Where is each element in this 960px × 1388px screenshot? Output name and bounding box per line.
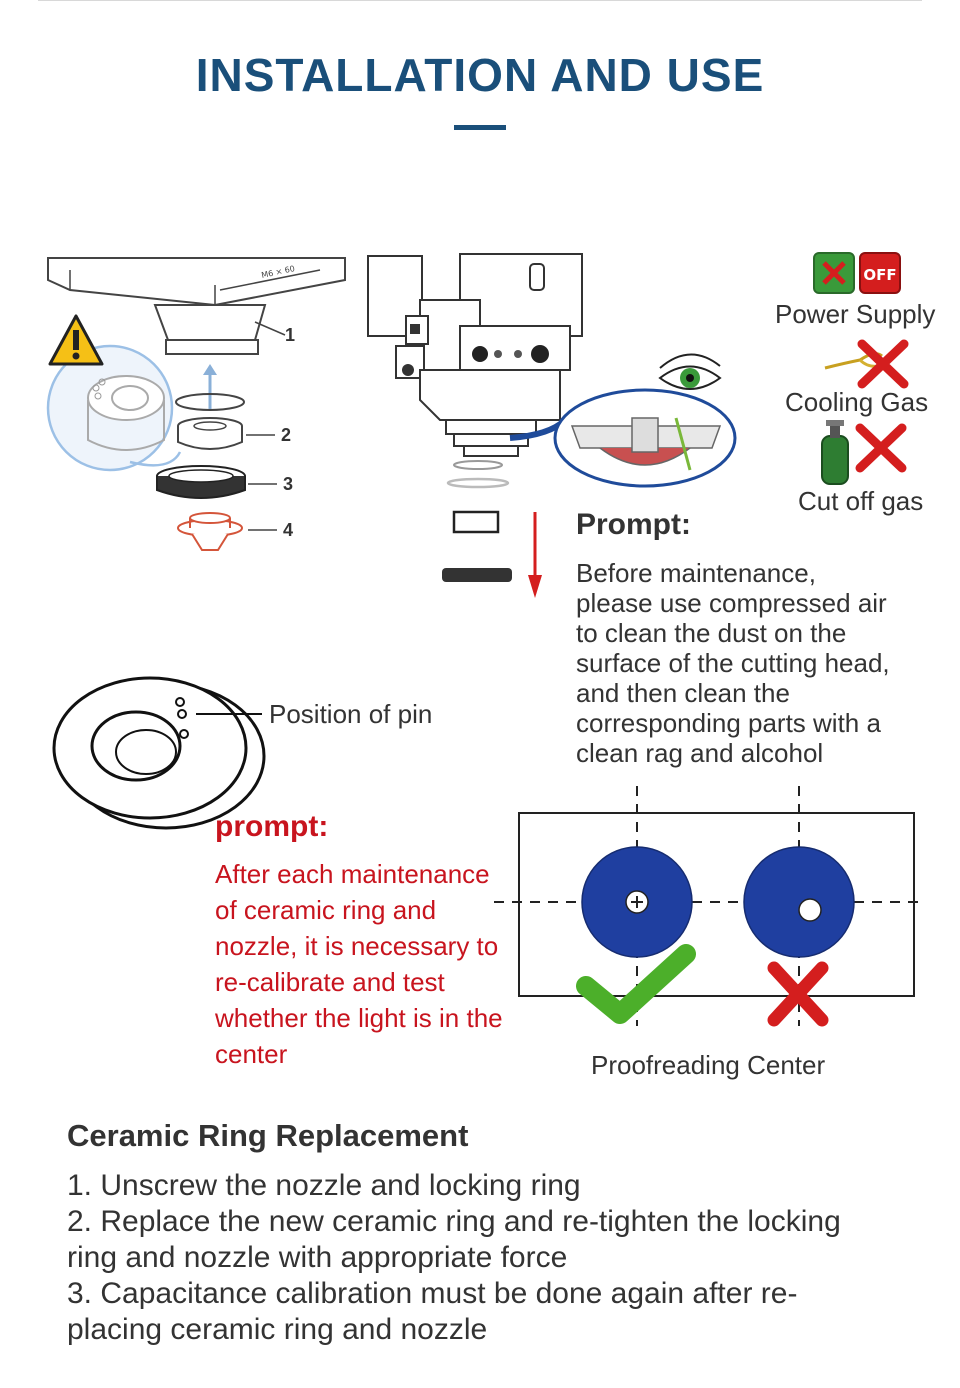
- power-off-icon: OFF: [813, 252, 901, 294]
- calibration-caption: Proofreading Center: [591, 1050, 826, 1080]
- nozzle-centered: [581, 846, 693, 958]
- prompt-body: Before maintenance, please use compresse…: [576, 558, 890, 768]
- prompt-heading: Prompt:: [576, 508, 691, 541]
- cut-off-gas-label: Cut off gas: [798, 486, 924, 516]
- check-icon: [576, 944, 696, 1024]
- cutting-head-diagram: [367, 253, 737, 598]
- pin-position-label: Position of pin: [269, 699, 433, 729]
- red-prompt-heading: prompt:: [215, 810, 329, 843]
- callout-3: 3: [283, 474, 294, 494]
- ceramic-ring-diagram: [52, 676, 266, 830]
- page-title: INSTALLATION AND USE: [195, 49, 765, 101]
- warning-triangle-icon: [48, 314, 104, 366]
- nozzle-assembly-diagram: M6 × 60: [46, 257, 346, 551]
- calibration-diagram: [494, 786, 924, 1027]
- eye-icon: [658, 353, 722, 390]
- title-underline: [454, 125, 506, 130]
- step-2: 2. Replace the new ceramic ring and re-t…: [67, 1205, 841, 1274]
- callout-4: 4: [283, 520, 294, 540]
- step-1: 1. Unscrew the nozzle and locking ring: [67, 1169, 581, 1202]
- red-prompt-body: After each maintenance of ceramic ring a…: [215, 859, 503, 1069]
- nozzle-off-center: [743, 846, 855, 958]
- gas-cylinder-icon: [821, 420, 907, 485]
- replacement-steps: 1. Unscrew the nozzle and locking ring 2…: [67, 1168, 927, 1348]
- cross-icon: [767, 961, 829, 1027]
- replacement-heading: Ceramic Ring Replacement: [67, 1118, 469, 1153]
- top-divider: [38, 0, 922, 1]
- step-3: 3. Capacitance calibration must be done …: [67, 1277, 798, 1346]
- callout-2: 2: [281, 425, 292, 445]
- off-label: OFF: [863, 266, 896, 284]
- cooling-gas-label: Cooling Gas: [785, 387, 929, 417]
- cooling-gas-icon: [824, 339, 909, 389]
- power-supply-label: Power Supply: [775, 299, 936, 329]
- callout-1: 1: [285, 325, 296, 345]
